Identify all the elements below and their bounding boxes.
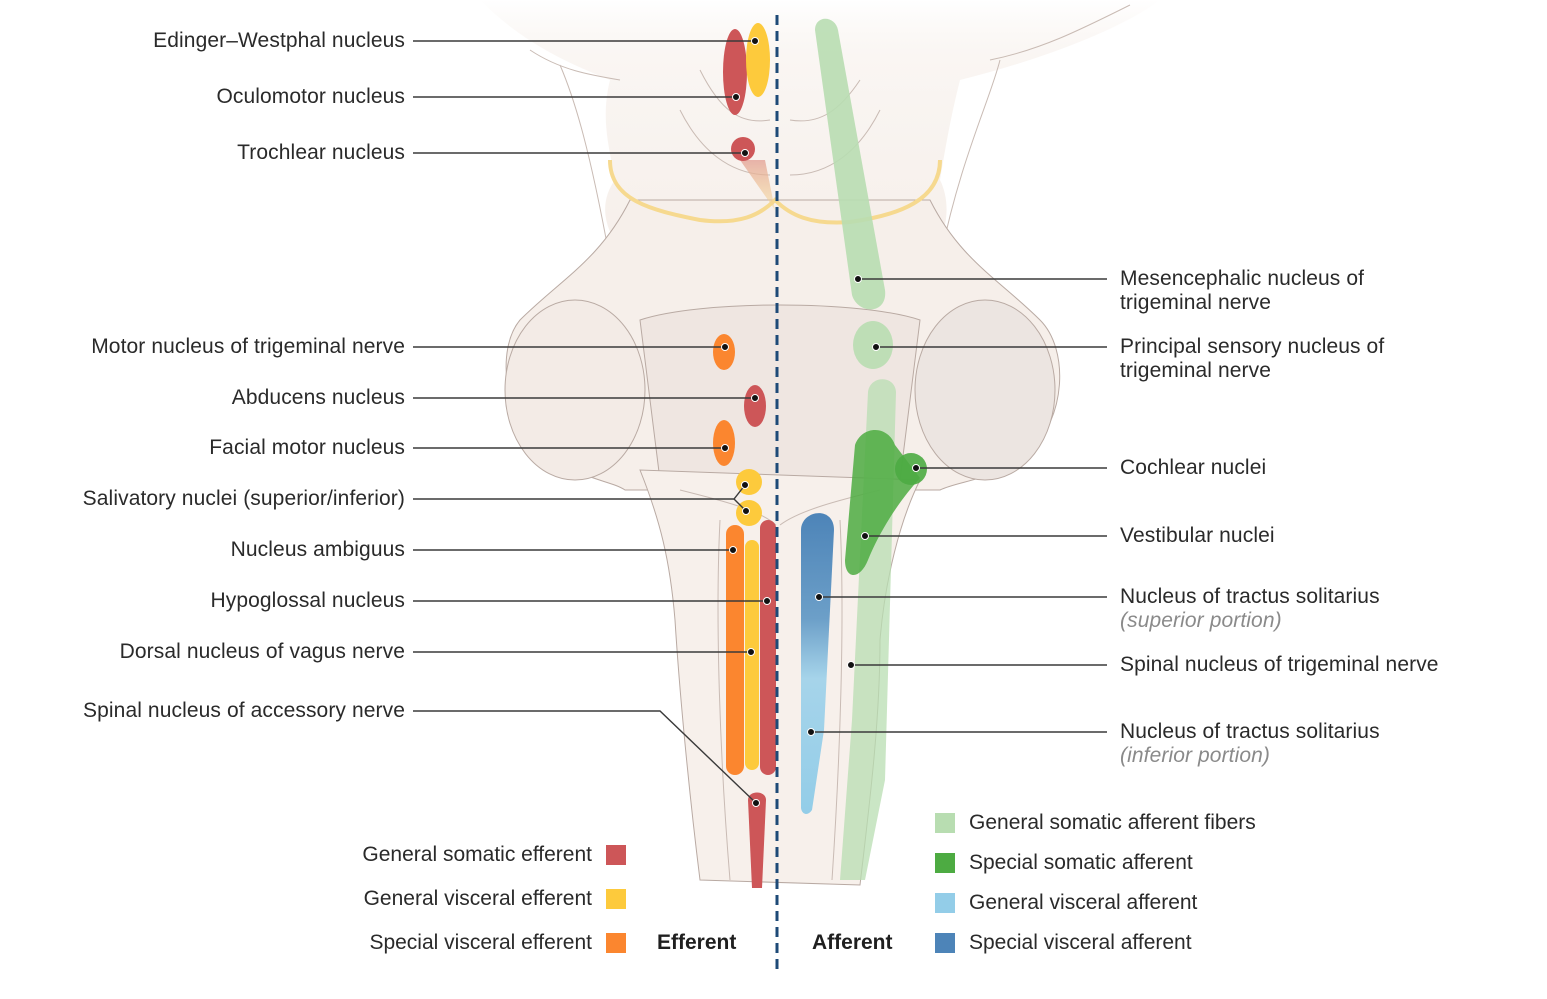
leader-dot xyxy=(763,597,771,605)
label-nucleus-ambiguus: Nucleus ambiguus xyxy=(230,538,405,561)
label-line-1: Mesencephalic nucleus of xyxy=(1120,267,1365,290)
leader-dot xyxy=(807,728,815,736)
midbrain-outline xyxy=(480,0,1160,261)
legend-label: General visceral efferent xyxy=(363,887,592,910)
legend-swatch-gse xyxy=(606,845,626,865)
leader-dot xyxy=(752,799,760,807)
legend-swatch-gsa xyxy=(935,813,955,833)
nucleus-ambiguus-shape xyxy=(726,525,744,775)
label-line-2: trigeminal nerve xyxy=(1120,359,1271,382)
legend-label: Special somatic afferent xyxy=(969,851,1193,874)
afferent-heading: Afferent xyxy=(812,931,893,954)
label-spinal-accessory: Spinal nucleus of accessory nerve xyxy=(83,699,405,722)
leader-dot xyxy=(861,532,869,540)
label-hypoglossal: Hypoglossal nucleus xyxy=(210,589,405,612)
legend-item-gva: General visceral afferent xyxy=(935,891,1197,915)
label-cochlear: Cochlear nuclei xyxy=(1120,456,1267,479)
label-spinal-trigeminal: Spinal nucleus of trigeminal nerve xyxy=(1120,653,1439,676)
leader-dots xyxy=(721,37,920,807)
oculomotor-nucleus-shape xyxy=(723,29,747,115)
leader-dot xyxy=(732,93,740,101)
label-vestibular: Vestibular nuclei xyxy=(1120,524,1275,547)
leader-dot xyxy=(742,507,750,515)
label-principal-sensory: Principal sensory nucleus of trigeminal … xyxy=(1120,335,1384,383)
edinger-westphal-nucleus-shape xyxy=(746,23,770,97)
hypoglossal-shape xyxy=(760,520,776,775)
label-salivatory: Salivatory nuclei (superior/inferior) xyxy=(82,487,405,510)
label-dorsal-vagus: Dorsal nucleus of vagus nerve xyxy=(119,640,405,663)
nucleus-tractus-solitarius-shape xyxy=(801,513,834,814)
label-subtitle: (inferior portion) xyxy=(1120,744,1271,767)
label-facial-motor: Facial motor nucleus xyxy=(209,436,405,459)
label-mesencephalic-trigeminal: Mesencephalic nucleus of trigeminal nerv… xyxy=(1120,267,1364,315)
leader-dot xyxy=(854,275,862,283)
pons-outline xyxy=(504,199,1061,491)
efferent-heading: Efferent xyxy=(657,931,737,954)
legend-item-sve: Special visceral efferent xyxy=(369,931,626,955)
legend-label: Special visceral efferent xyxy=(369,931,592,954)
facial-motor-nucleus-shape xyxy=(713,420,735,466)
leader-spinal-accessory xyxy=(413,710,757,804)
label-line-1: Principal sensory nucleus of xyxy=(1120,335,1385,358)
leader-dot xyxy=(729,546,737,554)
label-edinger-westphal: Edinger–Westphal nucleus xyxy=(153,29,405,52)
label-line-1: Nucleus of tractus solitarius xyxy=(1120,720,1380,743)
legend-label: General somatic afferent fibers xyxy=(969,811,1256,834)
cochlear-nuclei-shape xyxy=(895,453,927,485)
leader-dot xyxy=(912,464,920,472)
legend-item-gse: General somatic efferent xyxy=(362,843,626,867)
legend-swatch-gve xyxy=(606,889,626,909)
label-oculomotor: Oculomotor nucleus xyxy=(216,85,405,108)
leader-dot xyxy=(847,661,855,669)
legend-label: Special visceral afferent xyxy=(969,931,1192,954)
leader-dot xyxy=(721,444,729,452)
leader-dot xyxy=(751,37,759,45)
label-subtitle: (superior portion) xyxy=(1120,609,1282,632)
leader-dot xyxy=(741,149,749,157)
label-motor-trigeminal: Motor nucleus of trigeminal nerve xyxy=(91,335,405,358)
legend-item-sva: Special visceral afferent xyxy=(935,931,1192,955)
trochlear-nucleus-shape xyxy=(731,137,755,161)
legend-item-gve: General visceral efferent xyxy=(364,887,626,911)
leader-dot xyxy=(741,481,749,489)
label-nts-superior: Nucleus of tractus solitarius (superior … xyxy=(1120,585,1380,633)
motor-trigeminal-shape xyxy=(713,334,735,370)
leader-lines xyxy=(413,40,1107,804)
legend-label: General visceral afferent xyxy=(969,891,1198,914)
label-line-2: trigeminal nerve xyxy=(1120,291,1271,314)
trochlear-nerve xyxy=(608,159,942,225)
leader-dot xyxy=(721,343,729,351)
legend-swatch-ssa xyxy=(935,853,955,873)
afferent-nuclei xyxy=(801,18,927,880)
leader-dot xyxy=(747,648,755,656)
spinal-accessory-shape xyxy=(748,792,766,888)
legend-swatch-sve xyxy=(606,933,626,953)
legend-label: General somatic efferent xyxy=(362,843,592,866)
leader-dot xyxy=(751,394,759,402)
leader-dot xyxy=(815,593,823,601)
label-trochlear: Trochlear nucleus xyxy=(237,141,405,164)
legend-item-gsa: General somatic afferent fibers xyxy=(935,811,1256,835)
label-abducens: Abducens nucleus xyxy=(231,386,405,409)
label-line-1: Nucleus of tractus solitarius xyxy=(1120,585,1380,608)
legend-swatch-gva xyxy=(935,893,955,913)
leader-dot xyxy=(872,343,880,351)
mesencephalic-trigeminal-shape xyxy=(815,18,886,310)
legend-swatch-sva xyxy=(935,933,955,953)
trochlear-decussation xyxy=(740,160,775,210)
abducens-nucleus-shape xyxy=(744,385,766,427)
legend-item-ssa: Special somatic afferent xyxy=(935,851,1193,875)
label-nts-inferior: Nucleus of tractus solitarius (inferior … xyxy=(1120,720,1380,768)
